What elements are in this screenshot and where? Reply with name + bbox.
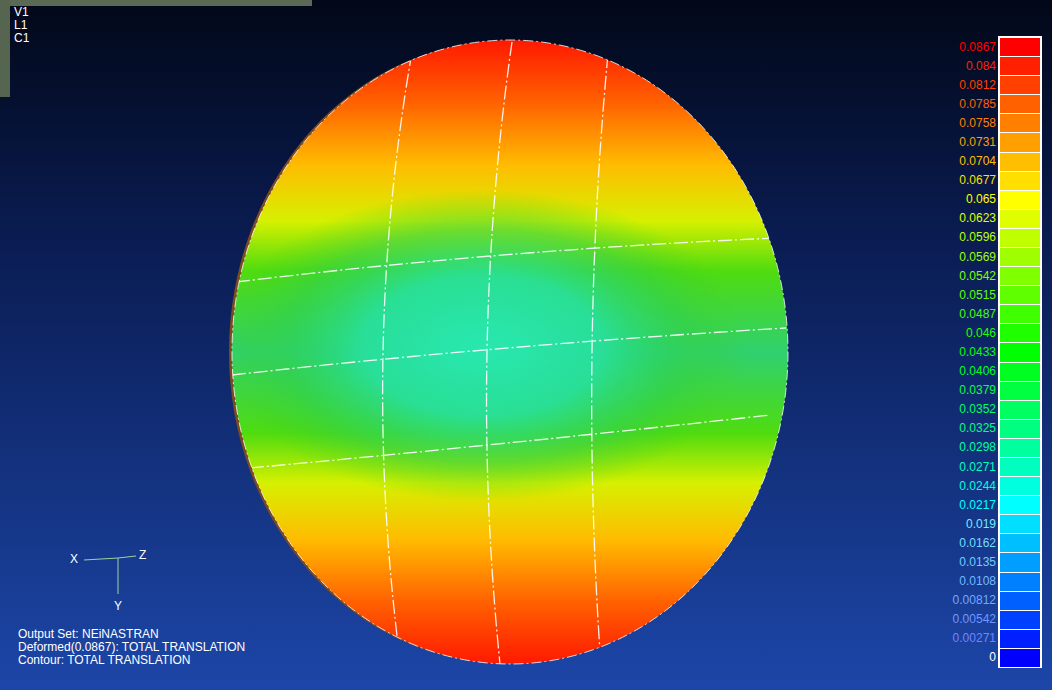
legend-value: 0.00542: [953, 612, 996, 626]
legend-value: 0.084: [966, 59, 996, 73]
legend-swatch: [1000, 210, 1040, 228]
legend-value: 0.0596: [959, 230, 996, 244]
legend-swatch: [1000, 76, 1040, 94]
axis-label: X: [70, 553, 78, 566]
legend-swatch: [1000, 38, 1040, 56]
legend-value: 0.0379: [959, 383, 996, 397]
legend-swatch: [1000, 420, 1040, 438]
legend-value: 0.0487: [959, 307, 996, 321]
legend-swatch: [1000, 153, 1040, 171]
legend-value: 0.00812: [953, 593, 996, 607]
legend-swatch: [1000, 305, 1040, 323]
legend-value: 0.0217: [959, 498, 996, 512]
legend-swatch: [1000, 267, 1040, 285]
legend-swatch: [1000, 57, 1040, 75]
legend-value: 0.00271: [953, 631, 996, 645]
legend-value: 0.0108: [959, 574, 996, 588]
legend-swatch: [1000, 95, 1040, 113]
legend-value: 0: [989, 650, 996, 664]
color-id: C1: [14, 32, 29, 45]
legend-value: 0.0542: [959, 269, 996, 283]
legend-value: 0.0352: [959, 402, 996, 416]
legend-swatch: [1000, 401, 1040, 419]
contour-text: Contour: TOTAL TRANSLATION: [18, 654, 191, 667]
legend-value: 0.0244: [959, 479, 996, 493]
deformed-text: Deformed(0.0867): TOTAL TRANSLATION: [18, 641, 245, 654]
legend-value: 0.0135: [959, 555, 996, 569]
legend-value: 0.0758: [959, 116, 996, 130]
legend-swatch: [1000, 553, 1040, 571]
legend-swatch: [1000, 133, 1040, 151]
legend-value: 0.0704: [959, 154, 996, 168]
legend-swatch: [1000, 573, 1040, 591]
legend-swatch: [1000, 286, 1040, 304]
legend-value: 0.0867: [959, 40, 996, 54]
legend-value: 0.0406: [959, 364, 996, 378]
legend-value: 0.0731: [959, 135, 996, 149]
legend-swatch: [1000, 114, 1040, 132]
legend-swatch: [1000, 229, 1040, 247]
legend-value: 0.0325: [959, 421, 996, 435]
legend-value: 0.0785: [959, 97, 996, 111]
legend-swatch: [1000, 382, 1040, 400]
legend-value: 0.0298: [959, 440, 996, 454]
legend-swatch: [1000, 191, 1040, 209]
axis-label: Y: [114, 600, 122, 613]
legend-swatch: [1000, 592, 1040, 610]
legend-swatch: [1000, 363, 1040, 381]
legend-swatch: [1000, 477, 1040, 495]
legend-swatch: [1000, 534, 1040, 552]
legend-value: 0.0271: [959, 460, 996, 474]
axis-label: Z: [139, 549, 146, 562]
legend-value: 0.065: [966, 192, 996, 206]
output-set-text: Output Set: NEiNASTRAN: [18, 628, 159, 641]
legend-value: 0.0569: [959, 250, 996, 264]
legend-swatch: [1000, 496, 1040, 514]
legend-value: 0.0677: [959, 173, 996, 187]
legend-value: 0.0623: [959, 211, 996, 225]
legend-swatch: [1000, 649, 1040, 667]
legend-swatch: [1000, 515, 1040, 533]
legend-swatch: [1000, 343, 1040, 361]
legend-value: 0.0162: [959, 536, 996, 550]
legend-swatch: [1000, 439, 1040, 457]
legend-swatch: [1000, 324, 1040, 342]
legend-value: 0.019: [966, 517, 996, 531]
view-id: V1: [14, 6, 29, 19]
legend-value: 0.0515: [959, 288, 996, 302]
legend-value: 0.0433: [959, 345, 996, 359]
legend-value: 0.0812: [959, 78, 996, 92]
legend-swatch: [1000, 611, 1040, 629]
legend-swatch: [1000, 172, 1040, 190]
legend-value: 0.046: [966, 326, 996, 340]
legend-swatch: [1000, 458, 1040, 476]
layer-id: L1: [14, 19, 27, 32]
legend-swatch: [1000, 630, 1040, 648]
legend-swatch: [1000, 248, 1040, 266]
